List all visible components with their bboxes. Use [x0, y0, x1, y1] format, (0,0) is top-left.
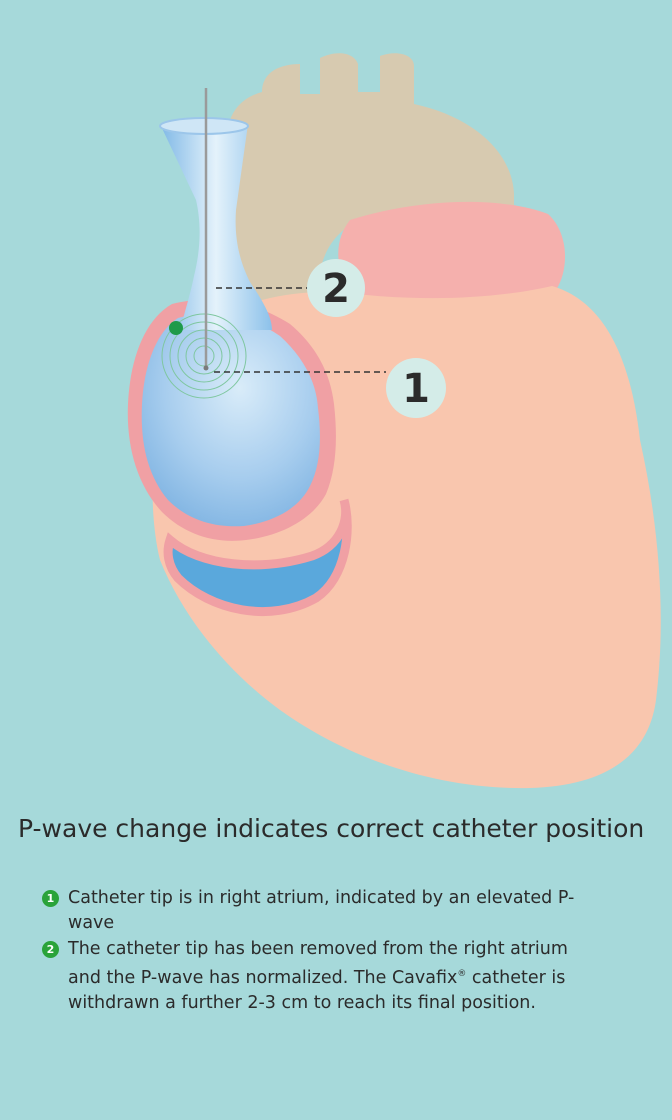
legend-item-2: 2 The catheter tip has been removed from… — [42, 937, 602, 1016]
registered-mark: ® — [457, 969, 466, 979]
left-atrium — [338, 202, 565, 302]
marker-2: 2 — [307, 259, 365, 317]
marker-1: 1 — [386, 358, 446, 418]
heart-illustration: 2 1 — [0, 0, 672, 790]
legend-item-1: 1 Catheter tip is in right atrium, indic… — [42, 886, 602, 936]
catheter-tip — [204, 366, 209, 371]
legend-item-2-text: The catheter tip has been removed from t… — [68, 939, 568, 1013]
vena-cava-opening — [160, 118, 248, 134]
marker-2-label: 2 — [322, 266, 350, 312]
legend-item-1-text: Catheter tip is in right atrium, indicat… — [68, 888, 574, 933]
legend-list: 1 Catheter tip is in right atrium, indic… — [42, 886, 602, 1017]
caption-title: P-wave change indicates correct catheter… — [18, 814, 668, 843]
sinus-node-dot — [169, 321, 183, 335]
number-badge-2: 2 — [42, 941, 59, 958]
marker-1-label: 1 — [402, 366, 430, 412]
number-badge-1: 1 — [42, 890, 59, 907]
